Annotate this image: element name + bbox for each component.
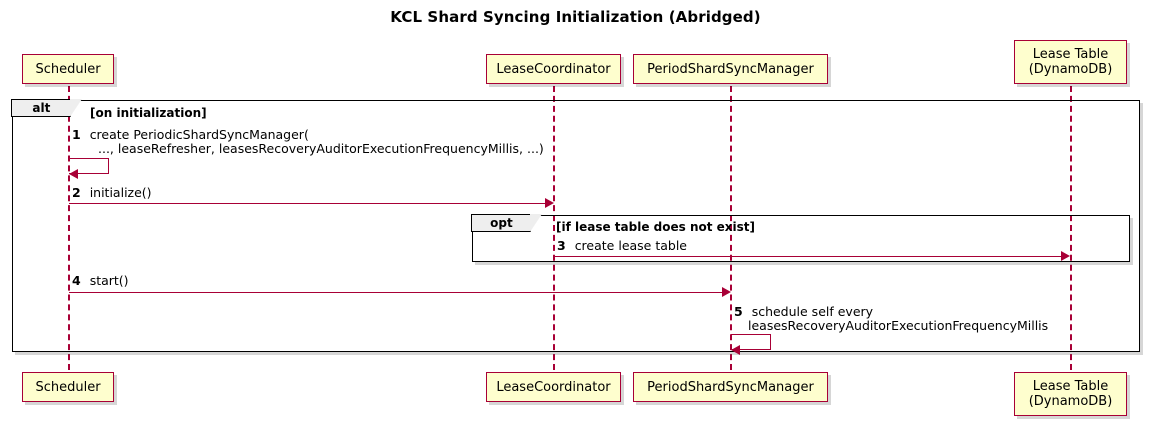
participant-leasecoordinator-top[interactable]: LeaseCoordinator — [486, 54, 621, 84]
message-2-arrowhead — [545, 198, 554, 208]
message-1-label: create PeriodicShardSyncManager( — [89, 127, 309, 142]
participant-leasecoordinator-bottom-label: LeaseCoordinator — [496, 379, 611, 395]
message-2-number: 2 — [72, 185, 81, 200]
message-4-line — [69, 292, 723, 293]
message-3-arrowhead — [1061, 251, 1070, 261]
fragment-opt-tab: opt — [471, 213, 543, 233]
message-5-selfcall-path — [731, 334, 771, 350]
fragment-alt-guard: [on initialization] — [90, 106, 207, 120]
message-2-label: initialize() — [89, 185, 152, 200]
participant-leasetable-top[interactable]: Lease Table (DynamoDB) — [1014, 40, 1127, 84]
message-5-number: 5 — [734, 304, 743, 319]
participant-scheduler-bottom-label: Scheduler — [35, 379, 101, 395]
message-3-line — [554, 256, 1062, 257]
message-3-text: 3 create lease table — [557, 239, 687, 253]
message-3-number: 3 — [557, 238, 566, 253]
message-4-label: start() — [89, 273, 129, 288]
fragment-opt-guard: [if lease table does not exist] — [556, 220, 756, 234]
participant-scheduler-top[interactable]: Scheduler — [22, 54, 114, 84]
participant-periodshardsyncmanager-top-label: PeriodShardSyncManager — [647, 61, 814, 77]
lifeline-leasetable — [1070, 86, 1073, 370]
message-1-arrowhead — [69, 169, 78, 179]
message-5-arrowhead — [731, 345, 740, 355]
message-4-text: 4 start() — [72, 274, 129, 288]
message-5-label: schedule self every — [751, 304, 874, 319]
diagram-title: KCL Shard Syncing Initialization (Abridg… — [390, 8, 761, 26]
participant-periodshardsyncmanager-bottom-label: PeriodShardSyncManager — [647, 379, 814, 395]
fragment-opt: opt — [471, 213, 1130, 262]
message-1-selfcall-path — [69, 158, 109, 174]
participant-scheduler-top-label: Scheduler — [35, 61, 101, 77]
fragment-alt: alt — [11, 98, 1140, 352]
participant-scheduler-bottom[interactable]: Scheduler — [22, 372, 114, 402]
message-2-text: 2 initialize() — [72, 186, 152, 200]
participant-leasetable-bottom-label-line2: (DynamoDB) — [1028, 394, 1113, 409]
message-2-line — [69, 203, 546, 204]
participant-leasetable-top-label-line2: (DynamoDB) — [1028, 62, 1113, 77]
message-4-number: 4 — [72, 273, 81, 288]
participant-periodshardsyncmanager-top[interactable]: PeriodShardSyncManager — [633, 54, 828, 84]
fragment-alt-label: alt — [32, 101, 51, 116]
participant-leasetable-bottom[interactable]: Lease Table (DynamoDB) — [1014, 372, 1127, 416]
lifeline-periodshardsyncmanager — [730, 86, 733, 370]
message-1-text: 1 create PeriodicShardSyncManager( ..., … — [72, 128, 544, 156]
participant-leasecoordinator-top-label: LeaseCoordinator — [496, 61, 611, 77]
message-1-number: 1 — [72, 127, 81, 142]
message-1-label-line2: ..., leaseRefresher, leasesRecoveryAudit… — [98, 141, 544, 156]
message-5-text: 5 schedule self every leasesRecoveryAudi… — [734, 305, 1048, 333]
lifeline-leasecoordinator — [553, 86, 556, 370]
fragment-opt-label: opt — [490, 216, 513, 231]
fragment-alt-tab: alt — [11, 98, 83, 118]
participant-leasecoordinator-bottom[interactable]: LeaseCoordinator — [486, 372, 621, 402]
lifeline-scheduler — [68, 86, 71, 370]
participant-leasetable-top-label-line1: Lease Table — [1032, 47, 1109, 62]
message-4-arrowhead — [722, 287, 731, 297]
message-3-label: create lease table — [574, 238, 687, 253]
participant-leasetable-bottom-label-line1: Lease Table — [1032, 379, 1109, 394]
participant-periodshardsyncmanager-bottom[interactable]: PeriodShardSyncManager — [633, 372, 828, 402]
message-5-label-line2: leasesRecoveryAuditorExecutionFrequencyM… — [748, 318, 1049, 333]
